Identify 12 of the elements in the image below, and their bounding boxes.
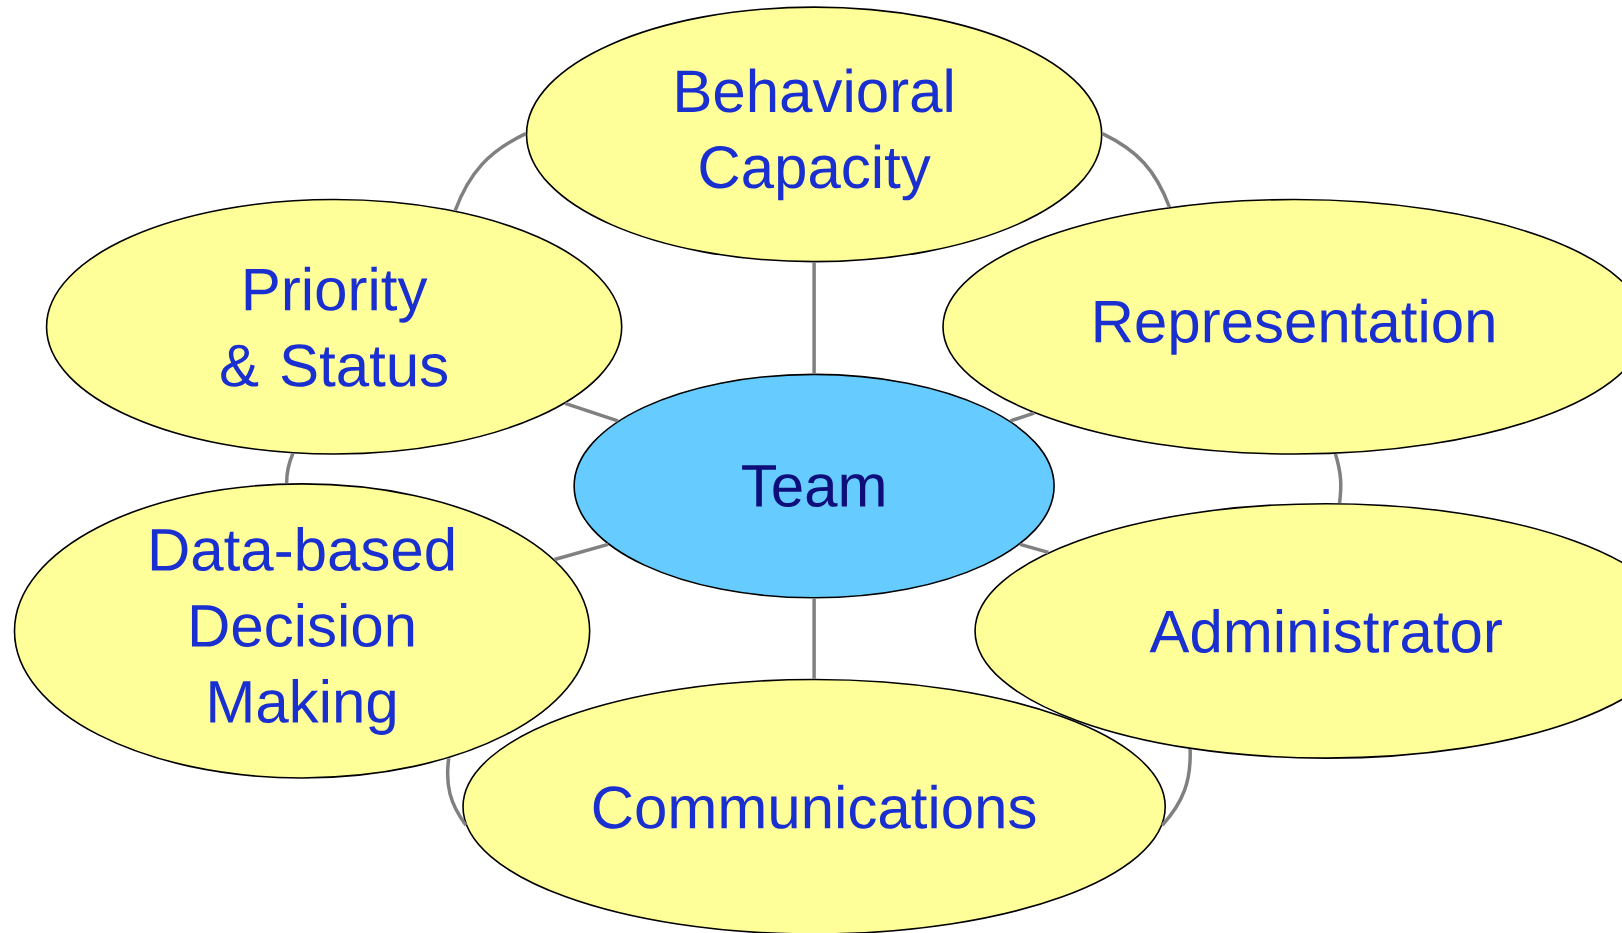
connector-line — [1101, 132, 1172, 208]
connector-line — [1019, 542, 1049, 555]
connector-line — [1160, 748, 1192, 827]
connector-line — [445, 758, 468, 827]
connector-line — [284, 452, 295, 484]
connector-line — [1009, 411, 1035, 423]
connector-line — [453, 132, 527, 212]
connector-line — [812, 262, 816, 374]
connector-line — [812, 598, 816, 679]
connector-line — [564, 401, 619, 423]
connector-line — [1333, 453, 1343, 504]
connector-line — [554, 542, 609, 562]
